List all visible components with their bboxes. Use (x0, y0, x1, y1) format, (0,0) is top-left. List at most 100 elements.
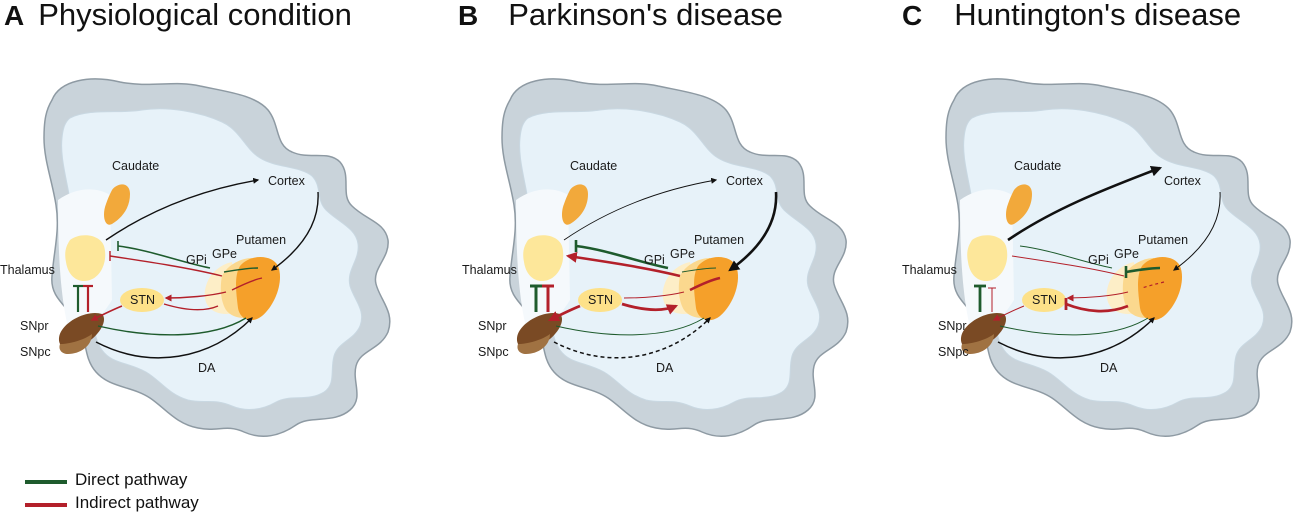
panel-c-heading: C Huntington's disease (902, 0, 1241, 33)
label-gpe: GPe (212, 247, 237, 261)
legend-direct-label: Direct pathway (75, 470, 188, 489)
label-cortex: Cortex (268, 174, 306, 188)
label-gpi: GPi (1088, 253, 1109, 267)
stn-gpi-indirect (1065, 302, 1129, 313)
label-cortex: Cortex (1164, 174, 1202, 188)
thalamus (967, 235, 1008, 282)
putamen-gpe-indirect (689, 276, 721, 292)
dopamine-arrow (95, 317, 253, 359)
label-snpr: SNpr (478, 319, 506, 333)
panel-c-letter: C (902, 0, 923, 31)
legend: Direct pathway Indirect pathway (25, 470, 325, 516)
thalamus (65, 235, 106, 282)
putamen (236, 257, 281, 321)
caudate (104, 184, 130, 225)
label-snpc: SNpc (20, 345, 51, 359)
direct-gpi-thalamus (1019, 245, 1113, 269)
putamen-gpe-indirect (1141, 281, 1165, 289)
legend-indirect: Indirect pathway (25, 493, 325, 516)
caudate (1006, 184, 1032, 225)
legend-direct: Direct pathway (25, 470, 325, 493)
label-gpi: GPi (186, 253, 207, 267)
putamen-gpe-indirect (231, 277, 263, 291)
label-snpr: SNpr (938, 319, 966, 333)
dopamine-arrow (997, 317, 1155, 359)
stn-snpr-indirect (992, 305, 1025, 321)
label-snpc: SNpc (938, 345, 969, 359)
thalamus-cortex-arrow (563, 177, 718, 241)
gpe-stn-indirect (164, 291, 227, 302)
stn (1022, 288, 1066, 312)
label-putamen: Putamen (236, 233, 286, 247)
stn (578, 288, 622, 312)
putamen-gpi-direct (681, 267, 717, 273)
label-da: DA (1100, 361, 1118, 375)
legend-indirect-swatch (25, 503, 67, 507)
label-da: DA (198, 361, 216, 375)
panel-a-title: Physiological condition (38, 0, 352, 32)
gpe-stn-indirect (1066, 291, 1129, 302)
gpe-stn-indirect (623, 291, 685, 299)
label-putamen: Putamen (694, 233, 744, 247)
label-cortex: Cortex (726, 174, 764, 188)
caudate (562, 184, 588, 225)
substantia-nigra (58, 312, 105, 348)
label-da: DA (656, 361, 674, 375)
label-caudate: Caudate (112, 159, 159, 173)
putamen-gpi-direct (223, 267, 259, 273)
stn (120, 288, 164, 312)
thalamus-cortex-arrow (1007, 165, 1163, 242)
cortex-putamen-arrow (1173, 191, 1221, 271)
panel-c: C Huntington's disease (902, 0, 1300, 517)
panel-a-letter: A (4, 0, 25, 31)
label-thalamus: Thalamus (902, 263, 957, 277)
stn-snpr-indirect (548, 304, 581, 322)
indirect-gpi-thalamus (109, 255, 223, 277)
putamen (694, 257, 739, 321)
substantia-nigra (960, 312, 1007, 348)
label-thalamus: Thalamus (0, 263, 55, 277)
label-putamen: Putamen (1138, 233, 1188, 247)
cortex-putamen-arrow (271, 191, 319, 271)
label-caudate: Caudate (570, 159, 617, 173)
legend-direct-swatch (25, 480, 67, 484)
putamen-snpr-direct (555, 317, 705, 336)
thalamus-cortex-arrow (105, 177, 260, 241)
panel-a-heading: A Physiological condition (4, 0, 352, 33)
putamen (1138, 257, 1183, 321)
panel-b-heading: B Parkinson's disease (458, 0, 783, 33)
label-snpc: SNpc (478, 345, 509, 359)
indirect-gpi-thalamus (1011, 255, 1125, 277)
stn-snpr-indirect (90, 305, 123, 321)
panel-b-title: Parkinson's disease (508, 0, 783, 32)
direct-gpi-thalamus (117, 245, 211, 269)
thalamus (523, 235, 564, 282)
label-stn: STN (1032, 293, 1057, 307)
label-stn: STN (130, 293, 155, 307)
label-stn: STN (588, 293, 613, 307)
cortex-putamen-arrow (728, 191, 778, 272)
panel-c-title: Huntington's disease (954, 0, 1242, 32)
label-gpi: GPi (644, 253, 665, 267)
panel-b: B Parkinson's disease (458, 0, 891, 517)
panel-a: A Physiological condition (0, 0, 433, 517)
snpc-tip (961, 334, 994, 354)
legend-indirect-label: Indirect pathway (75, 493, 199, 512)
indirect-gpi-thalamus (565, 251, 681, 278)
stn-gpi-indirect (621, 302, 679, 315)
putamen-snpr-direct (999, 317, 1149, 336)
stn-gpi-indirect (163, 303, 219, 311)
panel-c-diagram: Caudate Cortex Putamen GPi GPe Thalamus … (902, 78, 1293, 437)
snpc-tip (517, 334, 550, 354)
panel-a-diagram: Caudate Cortex Putamen GPi GPe Thalamus … (0, 78, 391, 437)
substantia-nigra (516, 312, 563, 348)
panel-b-letter: B (458, 0, 479, 31)
label-gpe: GPe (670, 247, 695, 261)
label-snpr: SNpr (20, 319, 48, 333)
label-caudate: Caudate (1014, 159, 1061, 173)
label-thalamus: Thalamus (462, 263, 517, 277)
putamen-snpr-direct (97, 317, 247, 336)
snpc-tip (59, 334, 92, 354)
putamen-gpi-direct (1125, 266, 1161, 274)
direct-gpi-thalamus (575, 244, 669, 270)
